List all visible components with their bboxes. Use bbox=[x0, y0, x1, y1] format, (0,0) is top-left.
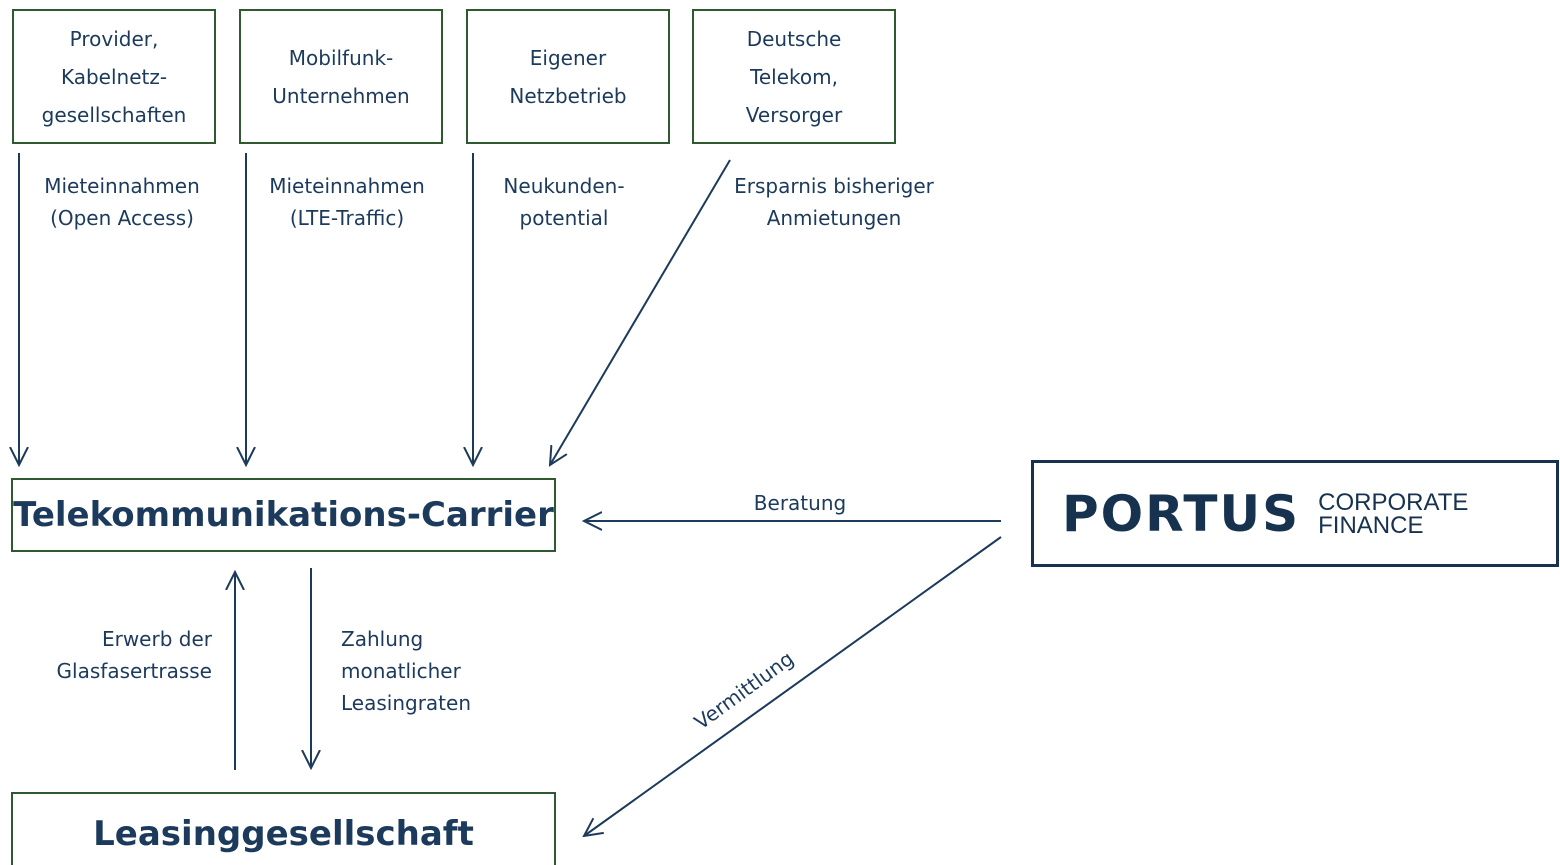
zahlung-line: monatlicher bbox=[341, 659, 461, 683]
source-line: Mobilfunk- bbox=[288, 45, 394, 70]
source-line: Netzbetrieb bbox=[509, 83, 627, 108]
source-box-netzbetrieb: Eigener Netzbetrieb bbox=[466, 9, 670, 144]
carrier-box: Telekommunikations-Carrier bbox=[11, 478, 556, 552]
flow-line: Neukunden- bbox=[503, 174, 625, 198]
source-line: gesellschaften bbox=[41, 102, 187, 127]
portus-logo-subtitle: CORPORATE FINANCE bbox=[1318, 488, 1469, 539]
erwerb-line: Erwerb der bbox=[101, 627, 212, 651]
zahlung-label: Zahlung monatlicher Leasingraten bbox=[341, 623, 531, 719]
portus-logo-sub-line: FINANCE bbox=[1318, 511, 1424, 539]
source-line: Eigener bbox=[529, 45, 607, 70]
flow-label-ersparnis: Ersparnis bisheriger Anmietungen bbox=[716, 170, 952, 234]
arrow-vermittlung bbox=[584, 536, 1002, 836]
source-line: Telekom, bbox=[750, 64, 838, 89]
zahlung-line: Leasingraten bbox=[341, 691, 471, 715]
erwerb-line: Glasfasertrasse bbox=[56, 659, 212, 683]
flow-label-open-access: Mieteinnahmen (Open Access) bbox=[26, 170, 218, 234]
arrow-telekom-to-carrier bbox=[550, 159, 731, 465]
source-box-provider: Provider, Kabelnetz- gesellschaften bbox=[12, 9, 216, 144]
leasing-title: Leasinggesellschaft bbox=[93, 814, 474, 854]
zahlung-line: Zahlung bbox=[341, 627, 424, 651]
beratung-label: Beratung bbox=[753, 491, 847, 515]
source-line: Provider, bbox=[69, 26, 159, 51]
flow-line: potential bbox=[519, 206, 609, 230]
leasing-box: Leasinggesellschaft bbox=[11, 792, 556, 865]
portus-logo: PORTUS CORPORATE FINANCE bbox=[1031, 460, 1559, 567]
flow-label-lte: Mieteinnahmen (LTE-Traffic) bbox=[252, 170, 442, 234]
flow-label-neukunden: Neukunden- potential bbox=[480, 170, 648, 234]
flow-line: Anmietungen bbox=[766, 206, 902, 230]
source-line: Versorger bbox=[745, 102, 843, 127]
erwerb-label: Erwerb der Glasfasertrasse bbox=[20, 623, 212, 687]
source-box-mobilfunk: Mobilfunk- Unternehmen bbox=[239, 9, 443, 144]
source-box-telekom: Deutsche Telekom, Versorger bbox=[692, 9, 896, 144]
carrier-title: Telekommunikations-Carrier bbox=[13, 495, 554, 535]
flow-line: Mieteinnahmen bbox=[269, 174, 425, 198]
portus-logo-word: PORTUS bbox=[1062, 484, 1301, 543]
portus-logo-sub-line: CORPORATE bbox=[1318, 488, 1469, 516]
flow-line: (LTE-Traffic) bbox=[289, 206, 405, 230]
source-line: Deutsche bbox=[746, 26, 842, 51]
flow-line: Mieteinnahmen bbox=[44, 174, 200, 198]
source-line: Kabelnetz- bbox=[60, 64, 168, 89]
flow-line: (Open Access) bbox=[50, 206, 194, 230]
source-line: Unternehmen bbox=[272, 83, 410, 108]
flow-line: Ersparnis bisheriger bbox=[734, 174, 934, 198]
